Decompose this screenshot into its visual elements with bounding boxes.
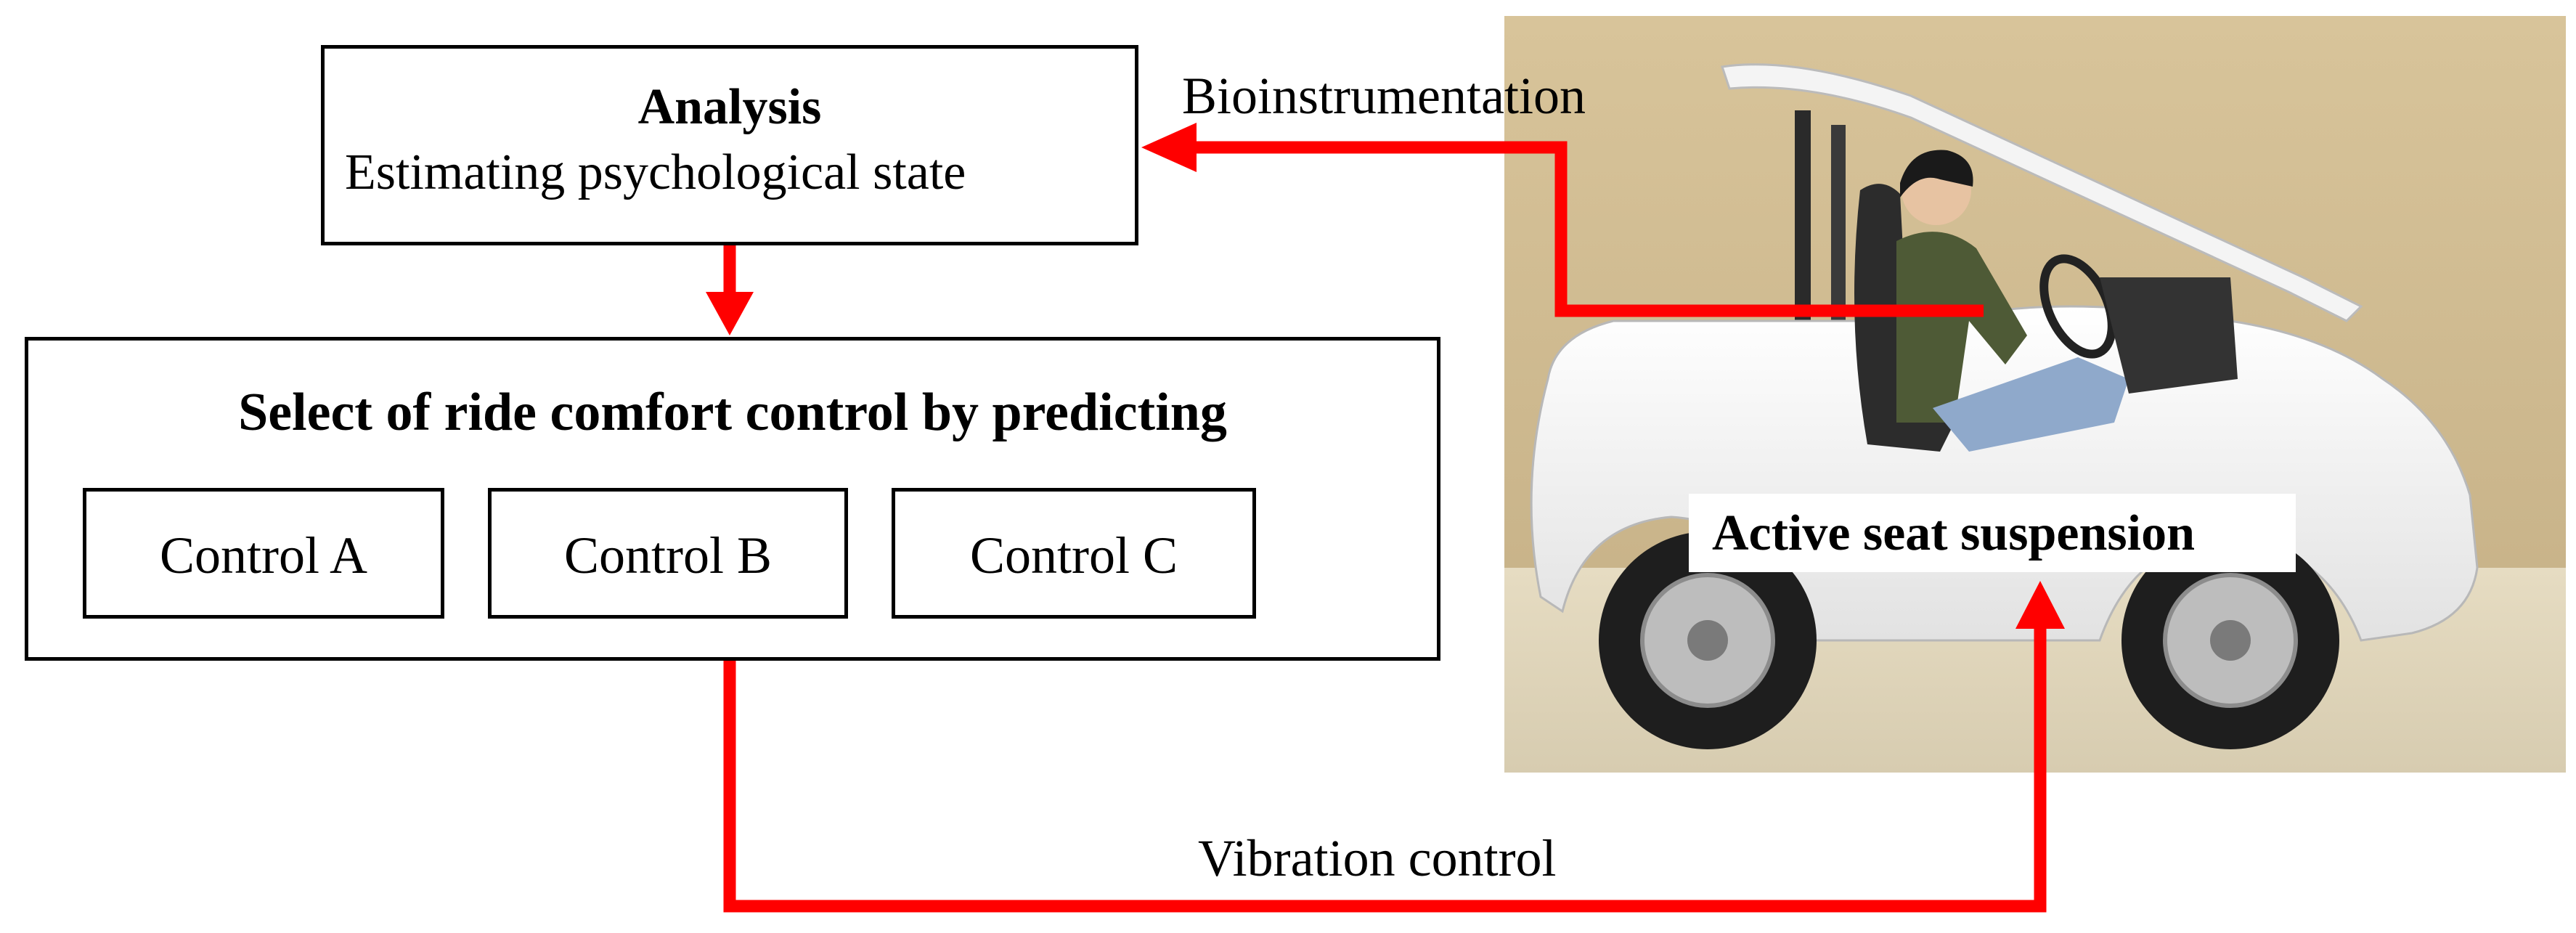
analysis-box: Analysis Estimating psychological state xyxy=(321,45,1138,245)
control-c-label: Control C xyxy=(969,526,1178,584)
control-c-box: Control C xyxy=(892,488,1256,619)
control-a-label: Control A xyxy=(159,526,368,584)
vehicle-illustration xyxy=(1504,16,2566,773)
analysis-subtitle: Estimating psychological state xyxy=(345,144,966,200)
dashboard xyxy=(2100,277,2238,394)
vehicle-photo xyxy=(1504,16,2566,773)
bioinstrumentation-arrow-head xyxy=(1141,123,1197,172)
analysis-to-selection-arrow-head xyxy=(706,292,754,335)
control-b-label: Control B xyxy=(563,526,773,584)
control-a-box: Control A xyxy=(83,488,444,619)
active-seat-suspension-label: Active seat suspension xyxy=(1712,505,2196,561)
control-b-box: Control B xyxy=(488,488,848,619)
driver-legs xyxy=(1933,357,2129,452)
bioinstrumentation-label: Bioinstrumentation xyxy=(1182,67,1586,125)
control-selection-title: Select of ride comfort control by predic… xyxy=(238,383,1227,442)
front-wheel xyxy=(2121,531,2339,749)
analysis-title: Analysis xyxy=(637,79,822,135)
active-seat-suspension-label-box: Active seat suspension xyxy=(1689,494,2296,572)
vibration-control-label: Vibration control xyxy=(1198,829,1557,887)
vehicle-roof xyxy=(1721,63,2363,322)
